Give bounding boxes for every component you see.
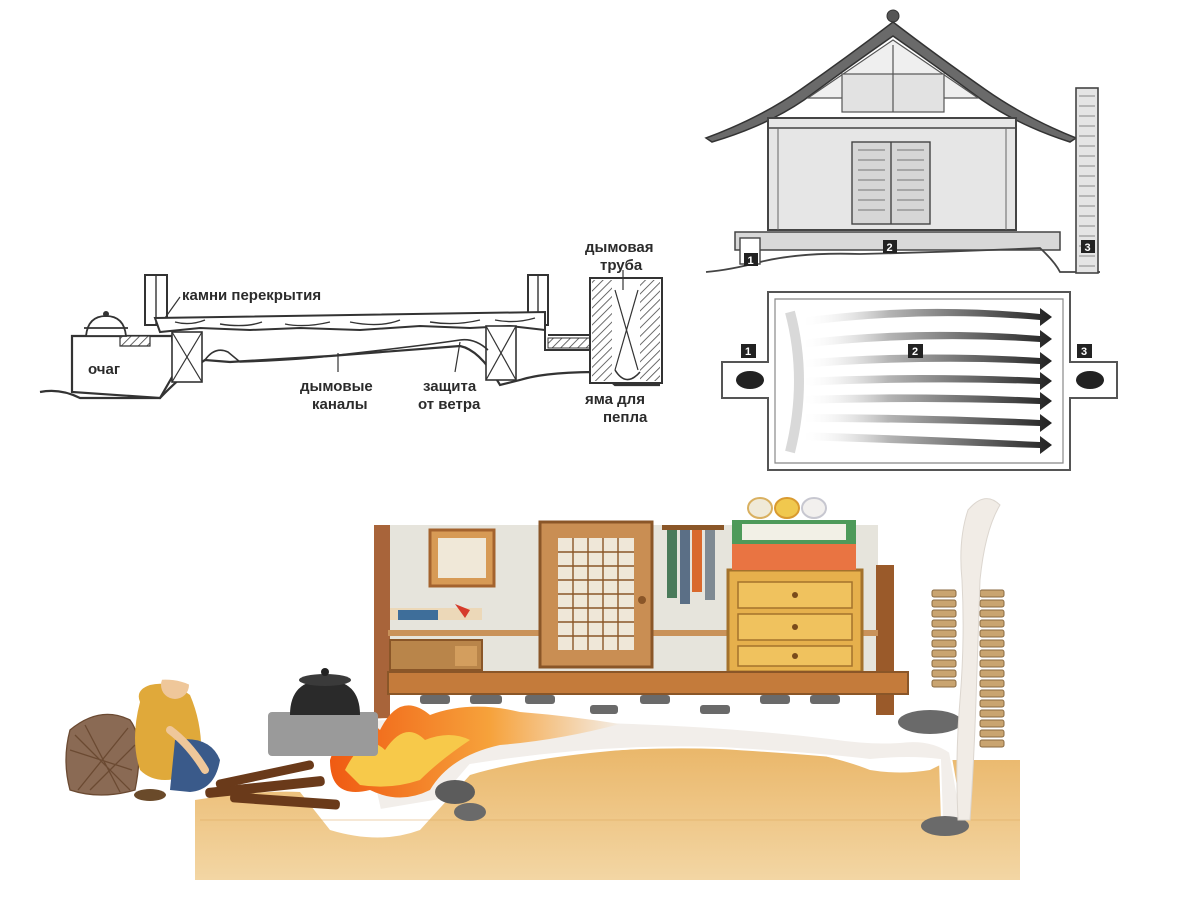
ground-line: [39, 344, 660, 400]
label-ash-pit-1: яма для: [585, 391, 645, 408]
lattice-door: [538, 520, 654, 669]
house-doors: [851, 141, 931, 225]
soil-ground: [195, 747, 1020, 880]
cauldron-icon: [84, 311, 128, 337]
label-chimney-2: труба: [600, 257, 643, 274]
ondol-color-illustration: [65, 497, 1020, 880]
support-right: [485, 325, 517, 381]
plan-marker-2: 2: [908, 344, 923, 358]
label-hearth: очаг: [88, 361, 120, 378]
svg-text:2: 2: [912, 346, 918, 358]
house-elevation-diagram: 1 2 3: [704, 9, 1100, 274]
house-roof: [704, 21, 1078, 143]
house-marker-1: 1: [744, 253, 758, 267]
chimney-stone-stack: [931, 589, 1005, 748]
house-marker-3: 3: [1081, 240, 1095, 254]
hearth-hatch: [119, 335, 151, 347]
house-marker-2: 2: [883, 240, 897, 254]
label-cover-stones: камни перекрытия: [182, 287, 321, 304]
hearth-block: [70, 334, 177, 400]
support-left: [171, 331, 203, 383]
firewood-logs: [205, 760, 340, 810]
label-wind-guard-1: защита: [423, 378, 477, 395]
label-wind-guard-2: от ветра: [418, 396, 481, 413]
plan-firebox-icon: [736, 371, 764, 389]
low-desk: [389, 604, 483, 671]
iron-cauldron-icon: [290, 668, 360, 715]
room-floor: [387, 671, 909, 695]
roof-finial: [886, 9, 900, 23]
person-icon: [134, 664, 220, 801]
floor-plan-diagram: 1 2 3: [721, 291, 1118, 471]
hanging-clothes: [662, 525, 724, 604]
stove-rocks: [268, 710, 969, 836]
smoke-arrow-icon: [785, 308, 1052, 454]
label-chimney-1: дымовая: [585, 239, 654, 256]
svg-text:1: 1: [745, 346, 751, 358]
label-smoke-channels-2: каналы: [312, 396, 368, 413]
chimney-icon: [589, 277, 663, 384]
house-foundation: [734, 231, 1061, 251]
house-chimney: [1075, 87, 1099, 274]
label-ash-pit-2: пепла: [603, 409, 648, 426]
plan-marker-3: 3: [1077, 344, 1092, 358]
label-smoke-channels-1: дымовые: [300, 378, 373, 395]
rising-smoke: [956, 498, 1001, 821]
firewood-icon: [65, 713, 140, 796]
plan-chimney-icon: [1076, 371, 1104, 389]
svg-text:3: 3: [1081, 346, 1087, 358]
svg-text:3: 3: [1085, 242, 1091, 254]
chest-of-drawers: [726, 497, 864, 674]
plan-marker-1: 1: [741, 344, 756, 358]
svg-text:1: 1: [748, 255, 754, 267]
floor-stones: [420, 695, 840, 714]
svg-text:2: 2: [887, 242, 893, 254]
room-left-post: [374, 525, 390, 725]
cross-section-diagram: очаг камни перекрытия дымовые каналы защ…: [39, 239, 663, 426]
